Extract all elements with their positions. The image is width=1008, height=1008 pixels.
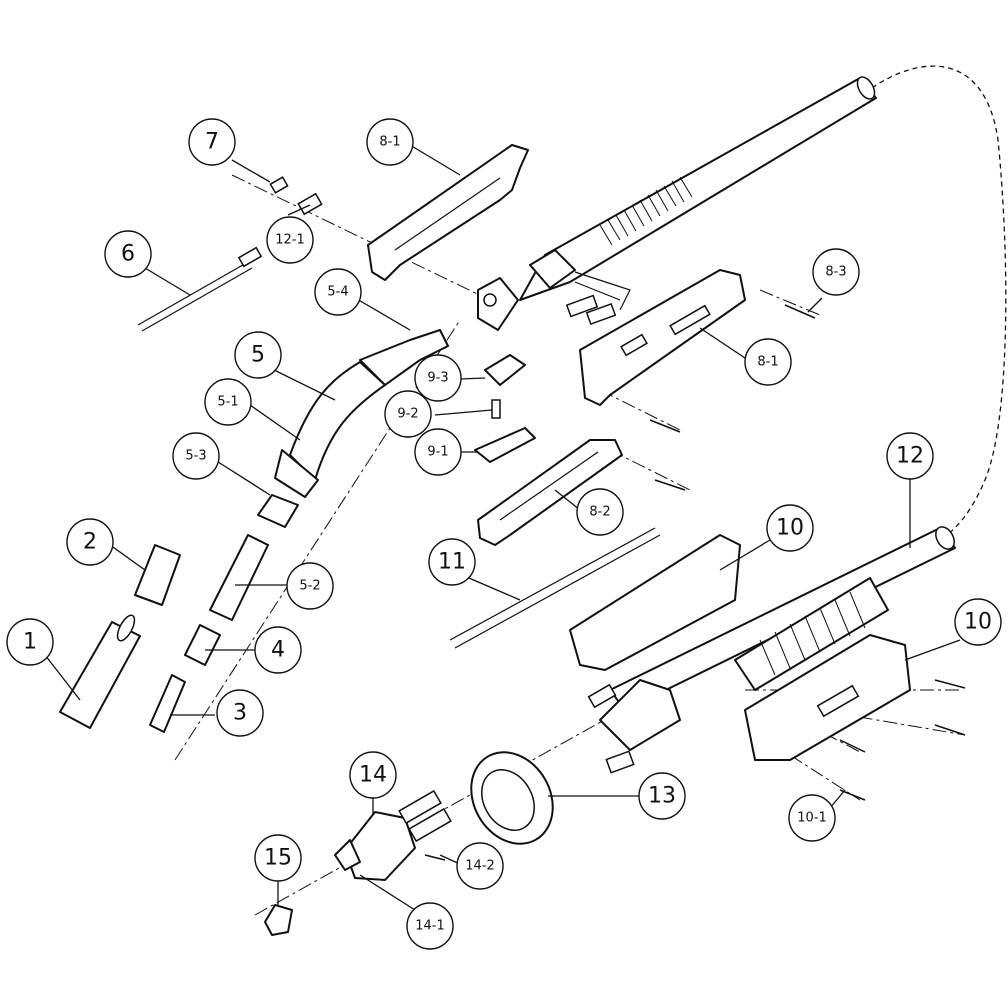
svg-text:12: 12	[896, 444, 924, 469]
part-8-2-handle-lower	[477, 439, 623, 546]
part-10-shell-top	[569, 534, 741, 671]
callout-2: 2	[66, 518, 114, 566]
part-13-nut	[470, 751, 554, 845]
part-4-holder	[184, 624, 221, 666]
svg-text:10-1: 10-1	[797, 811, 827, 826]
part-9-3-switch	[484, 354, 526, 386]
part-7-nut	[269, 176, 289, 194]
callout-12: 12	[886, 432, 934, 480]
cable-hose	[871, 65, 1007, 541]
part-8-1-handle-top	[367, 144, 529, 281]
callout-10-right: 10	[954, 598, 1002, 646]
svg-text:14: 14	[359, 763, 387, 788]
svg-text:5-1: 5-1	[217, 395, 238, 410]
callout-5-1: 5-1	[204, 378, 252, 426]
callout-8-1-right: 8-1	[744, 338, 792, 386]
callout-13: 13	[638, 772, 686, 820]
part-10-shell-right	[744, 634, 911, 761]
torch-neck-assembly	[274, 76, 877, 498]
callout-8-1-top: 8-1	[366, 118, 414, 166]
svg-text:5-2: 5-2	[299, 579, 320, 594]
callout-14-1: 14-1	[406, 902, 454, 950]
leader-lines	[44, 144, 961, 911]
callout-6: 6	[104, 230, 152, 278]
svg-text:8-1: 8-1	[379, 135, 400, 150]
svg-text:10: 10	[964, 610, 992, 635]
callout-14: 14	[349, 751, 397, 799]
svg-text:14-2: 14-2	[465, 859, 495, 874]
callout-9-3: 9-3	[414, 354, 462, 402]
part-5-2-diffuser	[209, 534, 269, 621]
svg-text:15: 15	[264, 846, 292, 871]
callout-8-2: 8-2	[576, 488, 624, 536]
callout-3: 3	[216, 689, 264, 737]
part-15-nut	[264, 904, 293, 936]
part-11-liner	[449, 527, 661, 649]
screws	[649, 304, 966, 801]
callout-7: 7	[188, 118, 236, 166]
part-2-adapter	[134, 544, 181, 606]
callout-10-top: 10	[766, 504, 814, 552]
svg-text:7: 7	[205, 130, 219, 155]
svg-text:11: 11	[438, 550, 466, 575]
svg-text:10: 10	[776, 516, 804, 541]
part-12-cable	[587, 526, 956, 774]
callout-5: 5	[234, 331, 282, 379]
callout-10-1: 10-1	[788, 794, 836, 842]
callout-8-3: 8-3	[812, 248, 860, 296]
svg-text:14-1: 14-1	[415, 919, 445, 934]
callout-5-2: 5-2	[286, 562, 334, 610]
callout-9-1: 9-1	[414, 428, 462, 476]
callout-4: 4	[254, 626, 302, 674]
part-1-nozzle	[59, 621, 141, 729]
part-14-connector	[334, 789, 452, 881]
svg-text:2: 2	[83, 530, 97, 555]
svg-text:5-3: 5-3	[185, 449, 206, 464]
callout-5-4: 5-4	[314, 268, 362, 316]
svg-text:3: 3	[233, 701, 247, 726]
svg-text:1: 1	[23, 630, 37, 655]
callout-5-3: 5-3	[172, 432, 220, 480]
callout-12-1: 12-1	[266, 216, 314, 264]
callout-9-2: 9-2	[384, 390, 432, 438]
svg-text:9-1: 9-1	[427, 445, 448, 460]
svg-text:9-2: 9-2	[397, 407, 418, 422]
svg-text:12-1: 12-1	[275, 233, 305, 248]
svg-text:9-3: 9-3	[427, 371, 448, 386]
part-9-2-spring	[491, 399, 501, 419]
svg-text:5: 5	[251, 343, 265, 368]
callout-11: 11	[428, 538, 476, 586]
svg-text:5-4: 5-4	[327, 285, 348, 300]
part-12-1-fitting	[297, 192, 323, 216]
part-6-liner	[137, 246, 263, 332]
svg-text:13: 13	[648, 784, 676, 809]
svg-text:6: 6	[121, 242, 135, 267]
part-5-3-insulator	[257, 494, 299, 528]
callout-1: 1	[6, 618, 54, 666]
part-9-1-trigger	[474, 427, 536, 463]
svg-text:8-3: 8-3	[825, 265, 846, 280]
svg-text:8-1: 8-1	[757, 355, 778, 370]
callout-14-2: 14-2	[456, 842, 504, 890]
svg-text:8-2: 8-2	[589, 505, 610, 520]
callout-15: 15	[254, 834, 302, 882]
part-3-contact-tip	[149, 674, 186, 733]
svg-text:4: 4	[271, 638, 285, 663]
part-8-1-handle-right	[579, 269, 746, 406]
